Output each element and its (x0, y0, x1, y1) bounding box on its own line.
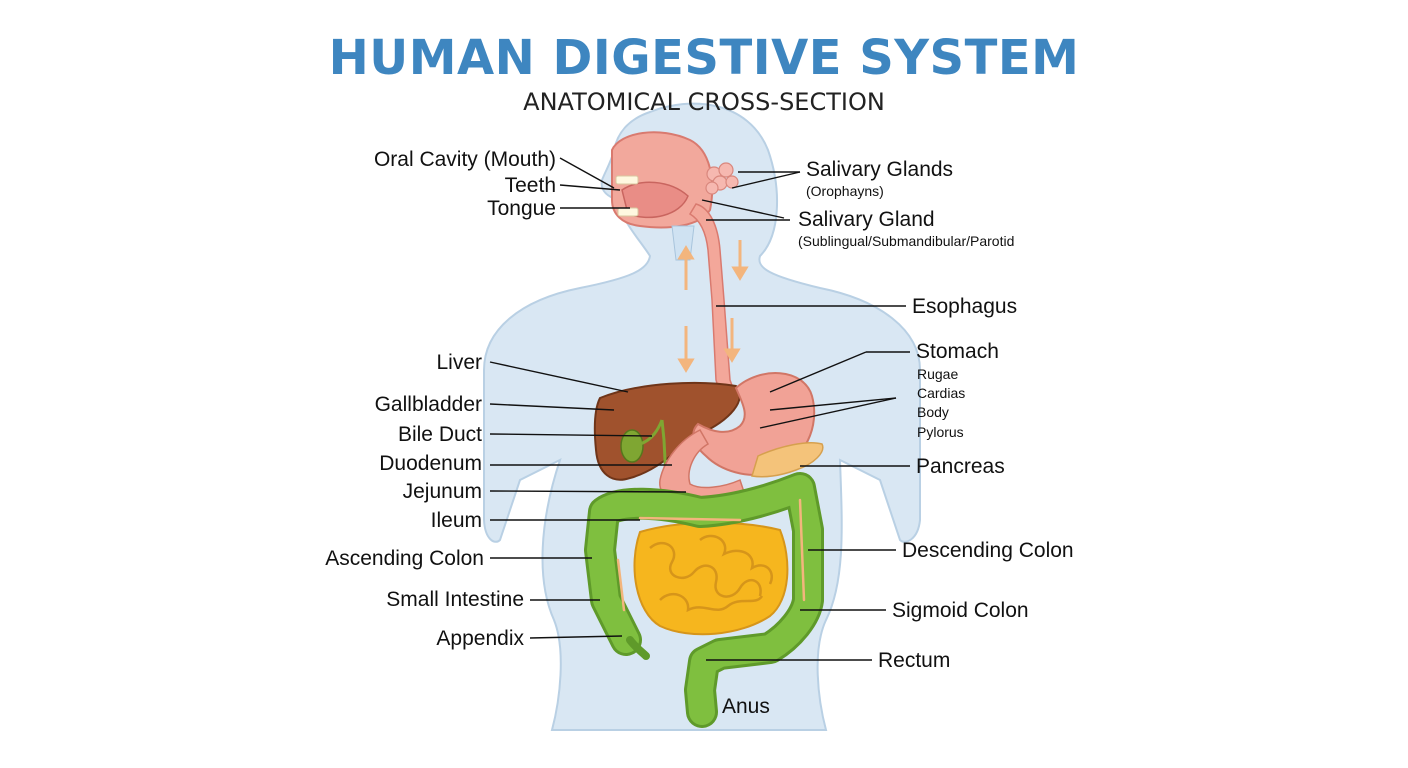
label-bile-duct: Bile Duct (397, 423, 482, 446)
tongue-shape (621, 181, 689, 219)
label-salivary-gland: Salivary Gland (798, 208, 935, 231)
label-appendix: Appendix (436, 627, 524, 650)
label-esophagus: Esophagus (912, 295, 1018, 318)
label-sigmoid-colon: Sigmoid Colon (892, 599, 1029, 622)
label-stomach-rugae: Rugae (917, 366, 959, 382)
page-subtitle: ANATOMICAL CROSS-SECTION (523, 88, 885, 116)
small-intestine-loops (649, 534, 773, 613)
label-salivary-gland-sub: (Sublingual/Submandibular/Parotid (798, 233, 1015, 249)
pancreas-shape (751, 441, 824, 478)
label-small-intestine: Small Intestine (386, 588, 524, 611)
label-salivary-glands-sub: (Orophayns) (806, 183, 884, 199)
label-stomach: Stomach (916, 340, 999, 363)
label-salivary-glands: Salivary Glands (806, 158, 954, 181)
label-liver: Liver (436, 351, 482, 374)
leader-lines-right (701, 171, 910, 661)
label-teeth: Teeth (504, 174, 556, 197)
label-gallbladder: Gallbladder (374, 393, 482, 416)
label-rectum: Rectum (878, 649, 951, 672)
label-duodenum: Duodenum (379, 452, 482, 475)
label-tongue: Tongue (487, 197, 556, 220)
label-stomach-cardias: Cardias (917, 385, 966, 401)
lower-teeth-shape (617, 207, 639, 217)
label-pancreas: Pancreas (916, 455, 1005, 478)
upper-teeth-shape (615, 175, 639, 185)
gallbladder-shape (620, 429, 644, 463)
page-title: HUMAN DIGESTIVE SYSTEM (328, 30, 1080, 86)
label-jejunum: Jejunum (402, 480, 482, 503)
label-stomach-pylorus: Pylorus (917, 424, 964, 440)
label-stomach-body: Body (917, 404, 949, 420)
label-oral-cavity: Oral Cavity (Mouth) (373, 148, 556, 171)
label-ileum: Ileum (430, 509, 482, 532)
leader-lines-left (489, 157, 687, 639)
salivary-glands-shape (705, 162, 739, 195)
label-descending-colon: Descending Colon (902, 539, 1074, 562)
label-anus: Anus (722, 695, 770, 718)
small-intestine-shape (633, 521, 789, 636)
large-intestine-shape (584, 472, 824, 728)
label-ascending-colon: Ascending Colon (325, 547, 484, 570)
